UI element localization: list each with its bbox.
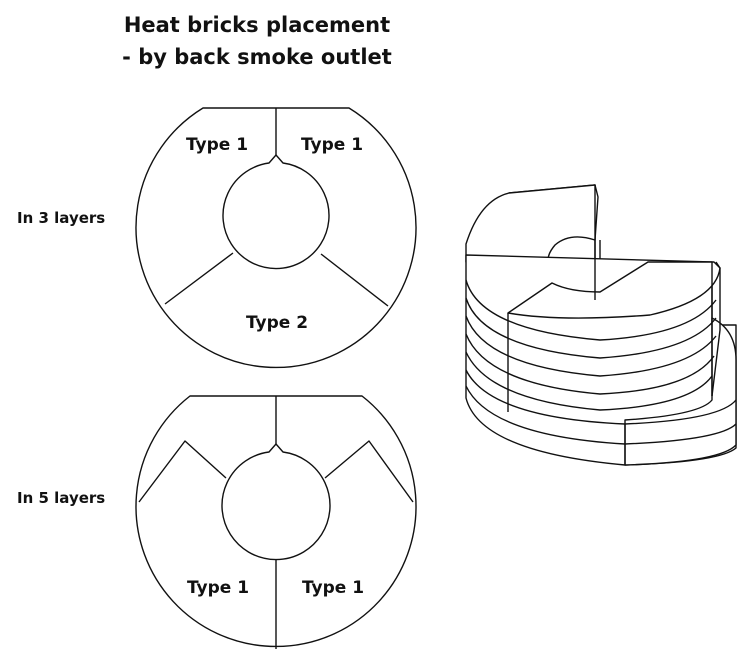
lower-ring-right (624, 317, 737, 466)
segment-label-bottom-left: Type 1 (187, 578, 249, 598)
plan-3-layers: Type 1 Type 1 Type 2 In 3 layers (17, 107, 417, 369)
notch-right-5-layers (324, 440, 414, 503)
ring-outline-3-layers (135, 107, 417, 369)
divider-right-3-layers (320, 253, 389, 307)
course-line-5 (465, 351, 713, 411)
course-line-2 (465, 297, 717, 359)
inner-hole-3-layers (222, 154, 330, 270)
divider-left-3-layers (164, 252, 234, 305)
segment-label-bottom-right: Type 1 (302, 578, 364, 598)
layout-label-3-layers: In 3 layers (17, 209, 105, 227)
course-line-7 (465, 385, 737, 445)
stack-isometric-view (465, 184, 737, 466)
layout-label-5-layers: In 5 layers (17, 489, 105, 507)
segment-label-top-right: Type 1 (301, 135, 363, 155)
title-line-1: Heat bricks placement (124, 13, 390, 37)
course-line-3 (465, 315, 717, 377)
notch-left-5-layers (138, 440, 227, 503)
ring-outline-5-layers (135, 395, 417, 648)
title-line-2: - by back smoke outlet (122, 45, 392, 69)
right-notch-edge (711, 261, 721, 397)
diagram-title: Heat bricks placement - by back smoke ou… (122, 13, 392, 69)
segment-label-bottom: Type 2 (246, 313, 308, 333)
front-block-top (507, 261, 721, 319)
inner-hole-5-layers (221, 443, 331, 561)
plan-5-layers: Type 1 Type 1 In 5 layers (17, 395, 417, 649)
course-line-1 (465, 279, 717, 341)
course-line-4 (465, 333, 715, 395)
course-line-6 (465, 369, 737, 425)
segment-label-top-left: Type 1 (186, 135, 248, 155)
